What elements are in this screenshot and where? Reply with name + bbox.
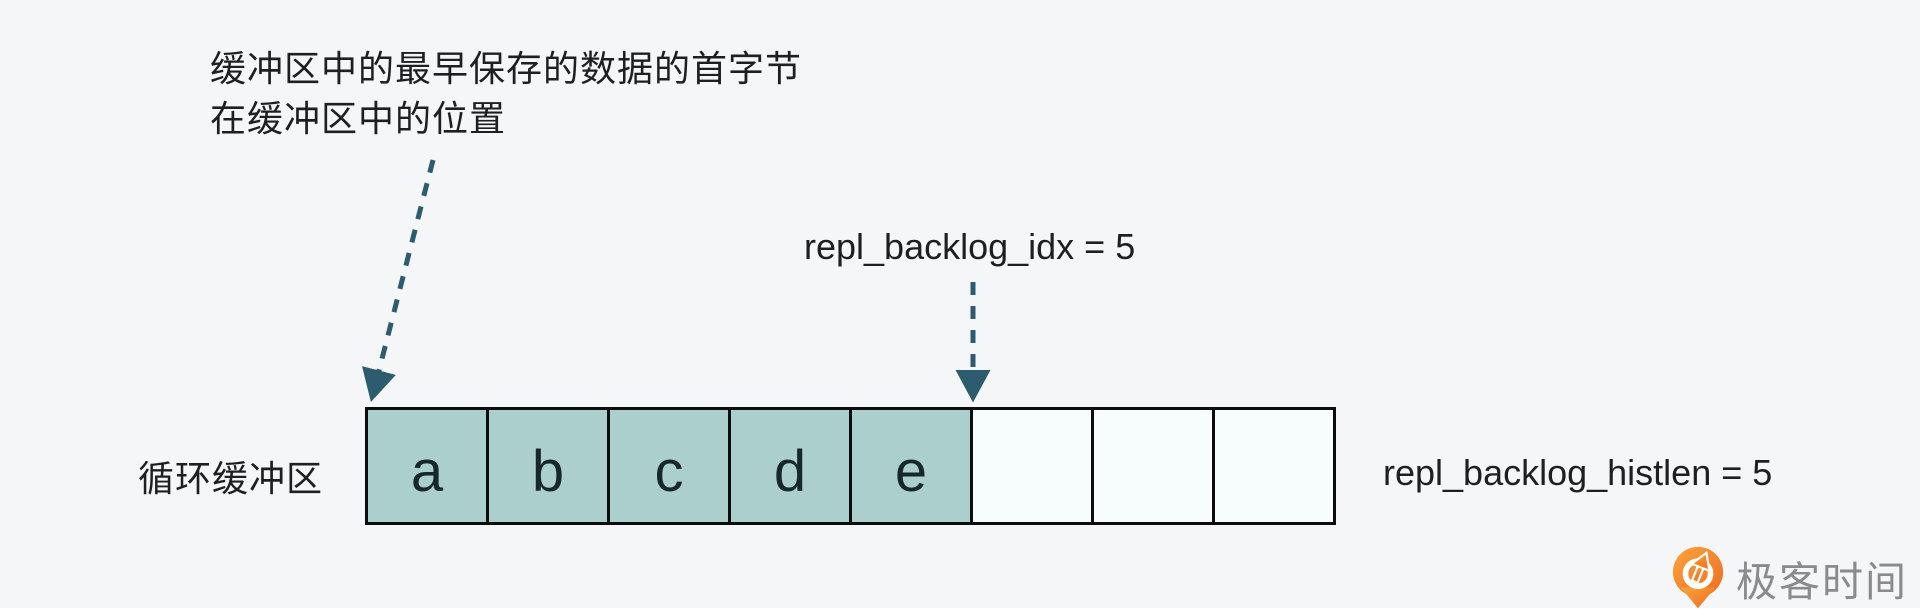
geektime-pin-icon xyxy=(1672,546,1724,609)
buffer-cell xyxy=(1212,410,1333,522)
buffer-cell-label: d xyxy=(773,438,807,504)
buffer-cell: d xyxy=(728,410,849,522)
geektime-logo-text: 极客时间 xyxy=(1736,559,1908,605)
buffer-cells: a b c d e xyxy=(368,410,1333,522)
bottom-edge-strip xyxy=(0,608,1920,616)
circular-buffer: a b c d e xyxy=(365,407,1336,525)
dashed-arrow-earliest-icon xyxy=(362,159,436,402)
buffer-cell: c xyxy=(607,410,728,522)
buffer-cell xyxy=(970,410,1091,522)
repl-backlog-idx-label: repl_backlog_idx = 5 xyxy=(804,226,1136,267)
annotation-line-2: 在缓冲区中的位置 xyxy=(210,98,507,139)
buffer-cell-label: b xyxy=(531,438,565,504)
buffer-cell-label: c xyxy=(654,438,684,504)
annotation-earliest-data: 缓冲区中的最早保存的数据的首字节 在缓冲区中的位置 xyxy=(210,44,802,144)
buffer-cell: e xyxy=(849,410,970,522)
buffer-cell xyxy=(1091,410,1212,522)
repl-backlog-histlen-label: repl_backlog_histlen = 5 xyxy=(1383,452,1773,493)
buffer-cell-label: a xyxy=(410,438,444,504)
buffer-cell: a xyxy=(368,410,486,522)
buffer-cell: b xyxy=(486,410,607,522)
geektime-logo: 极客时间 xyxy=(1672,546,1908,610)
annotation-line-1: 缓冲区中的最早保存的数据的首字节 xyxy=(210,48,803,89)
buffer-cell-label: e xyxy=(894,438,928,504)
circular-buffer-label: 循环缓冲区 xyxy=(138,458,324,499)
